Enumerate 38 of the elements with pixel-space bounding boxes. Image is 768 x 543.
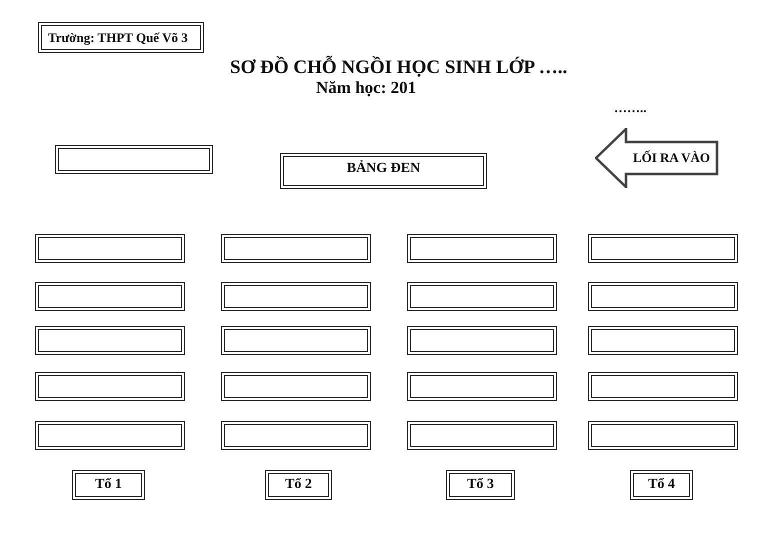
diagram-title: SƠ ĐỒ CHỖ NGỒI HỌC SINH LỚP ….. [230,57,568,79]
group-label-box [446,470,515,500]
group-name: Tổ 1 [95,477,122,493]
student-desk [35,421,185,450]
student-desk [221,234,371,263]
teacher-desk [55,145,213,174]
student-desk [407,421,557,450]
student-desk [35,282,185,311]
blackboard [280,153,487,189]
group-label-box [265,470,332,500]
group-name: Tổ 3 [467,477,494,493]
group-name: Tổ 2 [285,477,312,493]
student-desk [35,326,185,355]
student-desk [588,326,738,355]
student-desk [221,326,371,355]
student-desk [407,326,557,355]
student-desk [588,372,738,401]
student-desk [35,234,185,263]
exit-arrow [595,128,719,188]
student-desk [407,282,557,311]
student-desk [221,421,371,450]
placeholder-dots: …….. [614,100,646,116]
student-desk [588,282,738,311]
student-desk [221,282,371,311]
group-name: Tổ 4 [648,477,675,493]
student-desk [407,372,557,401]
blackboard-label: BẢNG ĐEN [346,161,420,177]
school-year-text: Năm học: 201 [316,78,416,98]
student-desk [221,372,371,401]
school-name: Trường: THPT Quế Võ 3 [48,30,188,46]
student-desk [407,234,557,263]
student-desk [588,421,738,450]
group-label-box [72,470,145,500]
student-desk [588,234,738,263]
group-label-box [630,470,693,500]
school-name-box [38,22,204,53]
student-desk [35,372,185,401]
sign-text: LỐI RA VÀO [632,150,710,166]
